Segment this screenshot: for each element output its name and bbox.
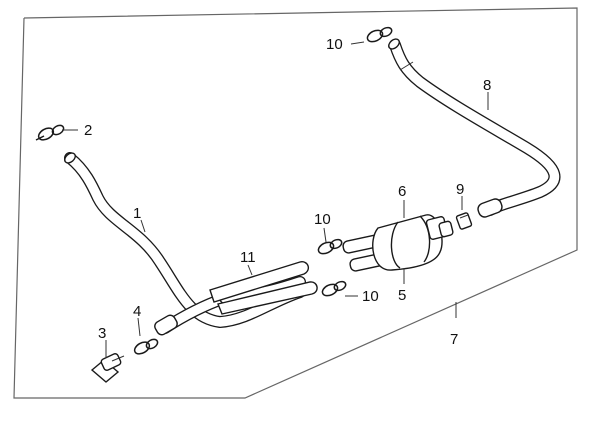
- part-6-filter: [342, 214, 454, 272]
- part-3-fitting: [90, 353, 125, 383]
- callout-6: 6: [398, 183, 406, 200]
- callout-10-top: 10: [326, 36, 343, 53]
- leader-lines: [62, 41, 489, 358]
- callout-1: 1: [133, 205, 141, 222]
- part-4-clamp: [133, 338, 159, 355]
- part-10-clamp-top: [366, 26, 393, 43]
- callout-9: 9: [456, 181, 464, 198]
- hose-end-right: [477, 198, 503, 218]
- callout-4: 4: [133, 303, 141, 320]
- part-9-clamp: [455, 212, 473, 230]
- part-11-sleeve: [209, 261, 318, 315]
- part-1-hose: [64, 152, 306, 336]
- callout-3: 3: [98, 325, 106, 342]
- callout-10-mid: 10: [314, 211, 331, 228]
- callout-11: 11: [240, 249, 256, 266]
- part-8-hose: [388, 38, 561, 216]
- callout-10-low: 10: [362, 288, 379, 305]
- callout-2: 2: [84, 122, 92, 139]
- assembly-outline: [13, 7, 578, 399]
- callout-7: 7: [450, 331, 458, 348]
- callout-5: 5: [398, 287, 406, 304]
- part-2-clamp: [35, 124, 65, 141]
- part-10-clamp-mid: [317, 238, 343, 255]
- callout-8: 8: [483, 77, 491, 94]
- part-10-clamp-low: [321, 280, 347, 297]
